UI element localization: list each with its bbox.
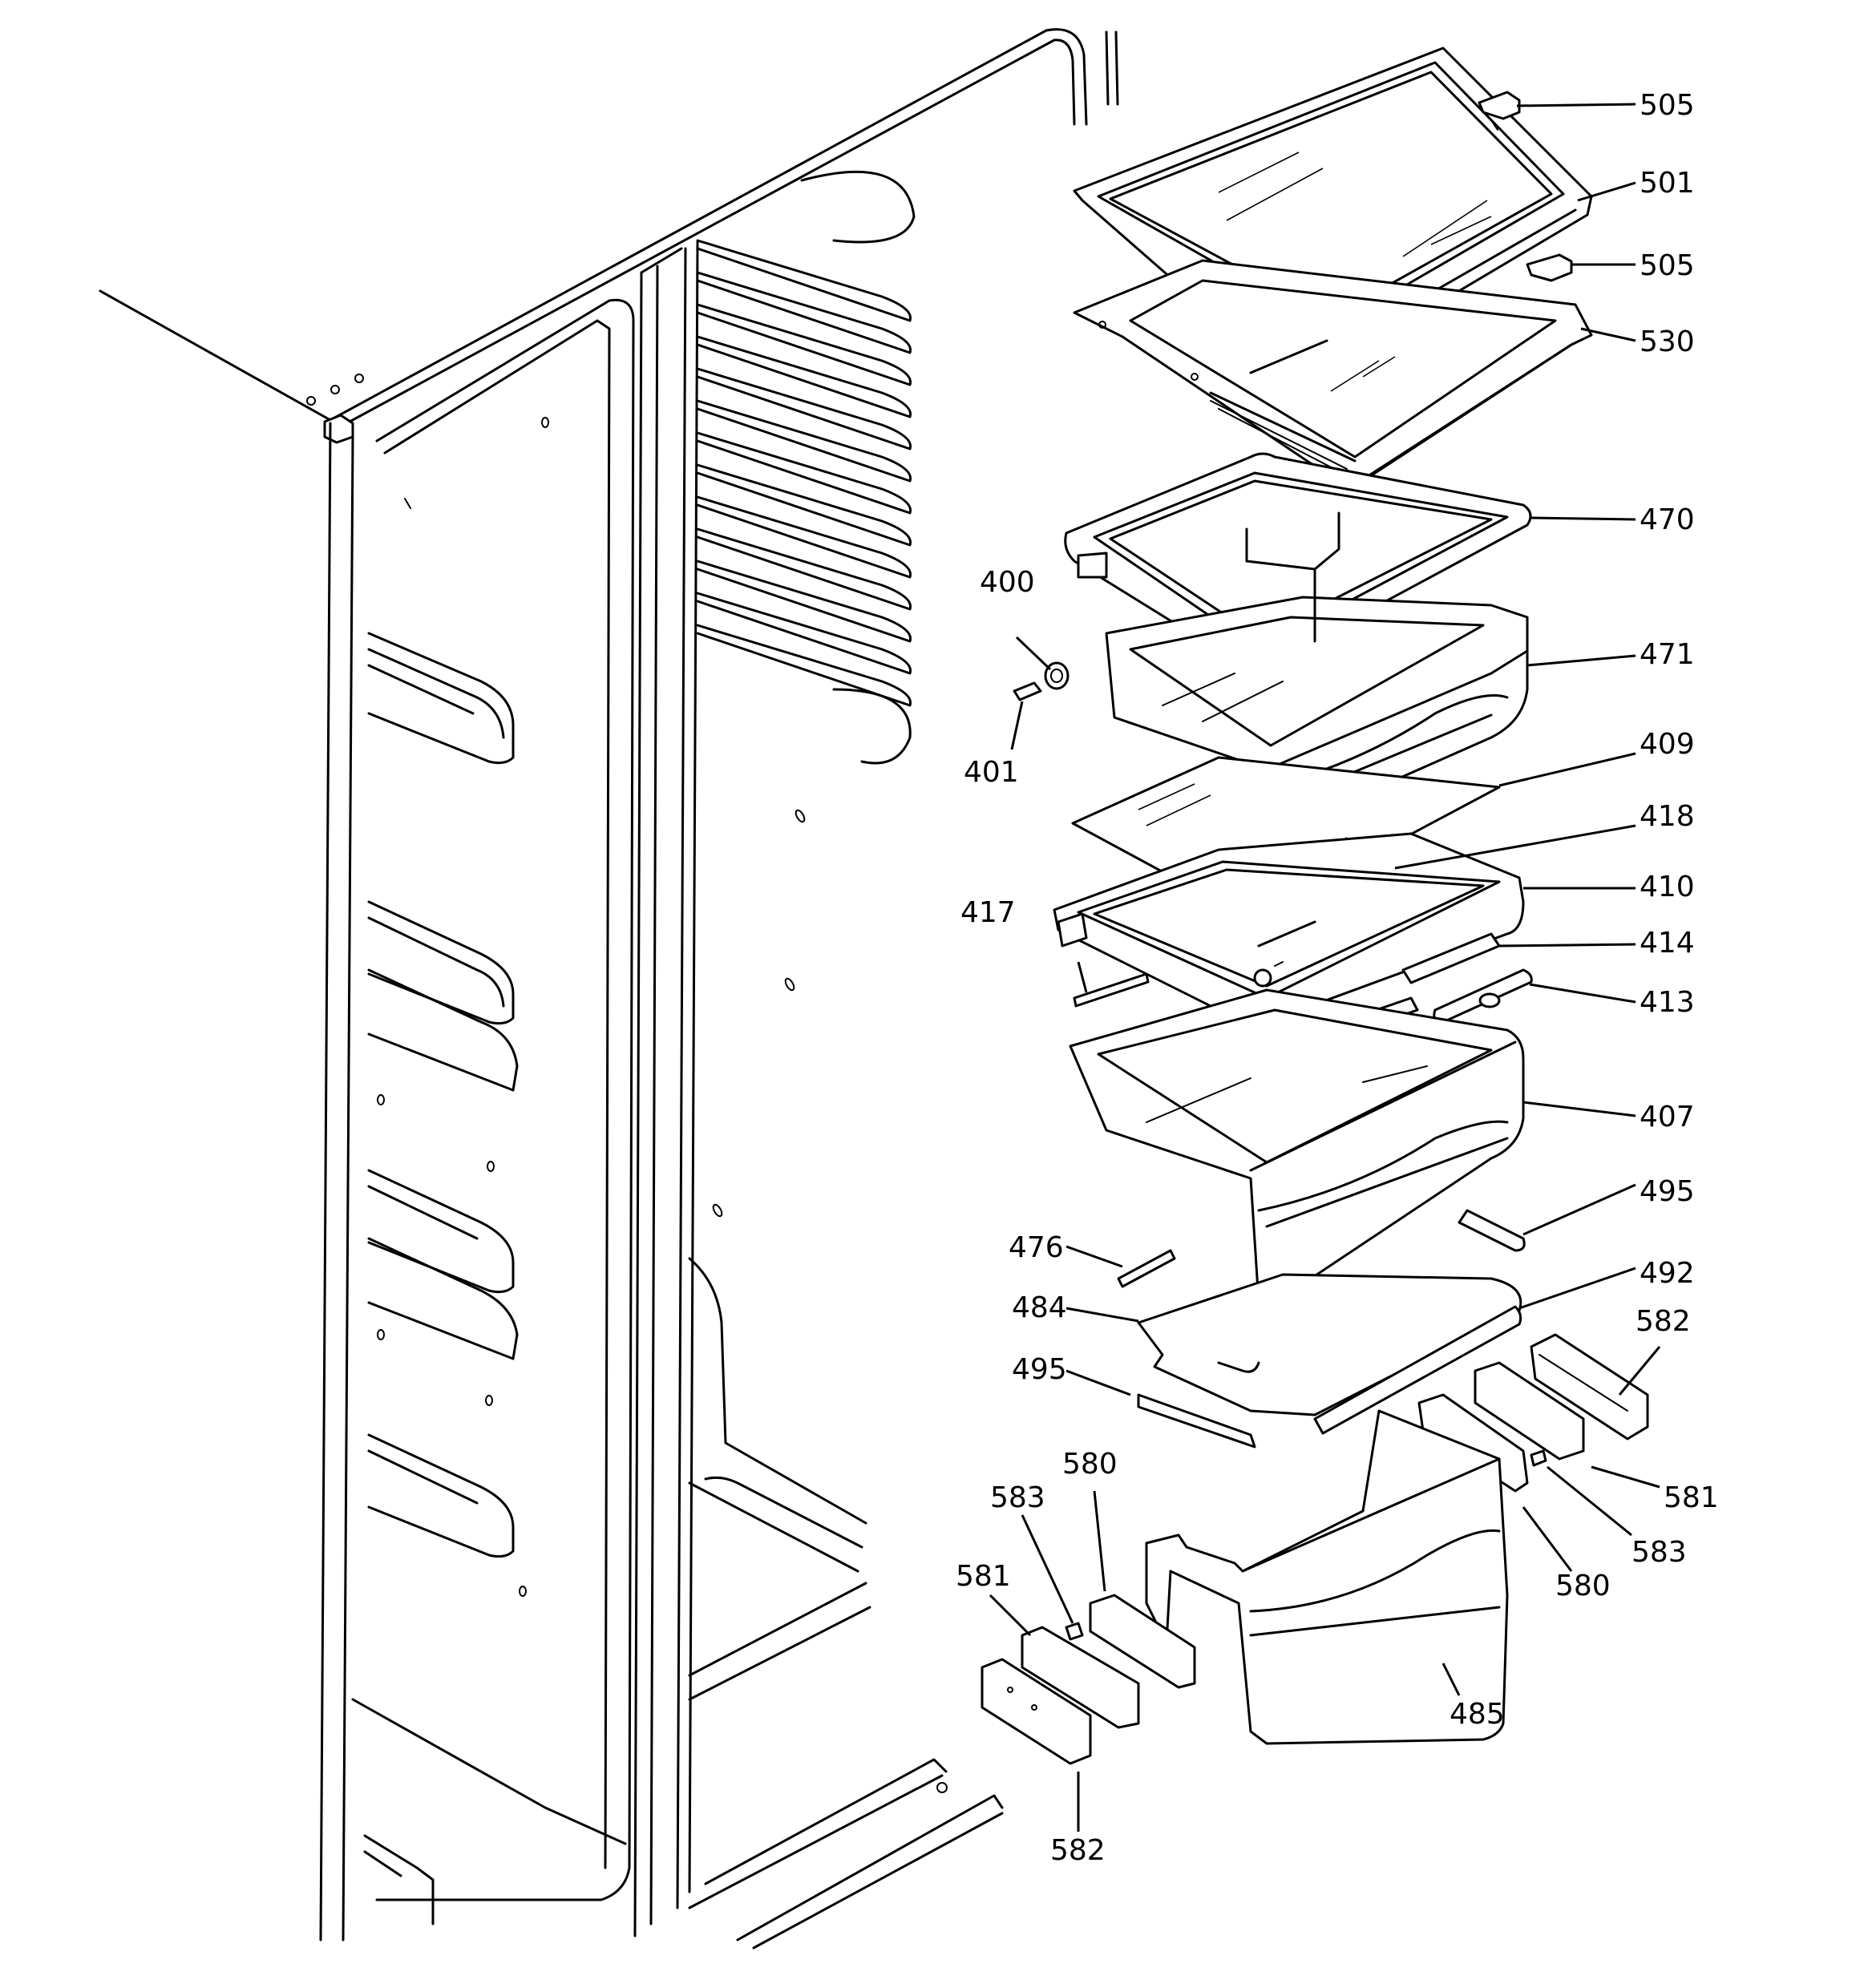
label-505-bottom: 505 (1640, 249, 1695, 282)
label-583-left: 583 (990, 1481, 1045, 1514)
label-470: 470 (1640, 503, 1695, 536)
label-505-top: 505 (1640, 89, 1695, 122)
fridge-cabinet (99, 28, 1119, 1950)
bracket-582-left (981, 1658, 1092, 1765)
label-580-left: 580 (1062, 1448, 1118, 1481)
bracket-581-right (1474, 1361, 1585, 1461)
door-shelf-rail-4 (367, 1433, 515, 1558)
label-582-top: 582 (1636, 1305, 1691, 1338)
label-476: 476 (1009, 1231, 1064, 1264)
label-484: 484 (1012, 1291, 1067, 1324)
shelf-530 (1073, 259, 1593, 483)
label-407: 407 (1640, 1101, 1695, 1133)
label-400: 400 (980, 566, 1035, 599)
label-530: 530 (1640, 325, 1695, 358)
label-401: 401 (964, 756, 1019, 789)
screw-583-right (1530, 1449, 1547, 1467)
label-583-right: 583 (1632, 1536, 1687, 1569)
rail-476 (1117, 1249, 1176, 1288)
label-471: 471 (1640, 638, 1695, 671)
crisper-pan-407 (1069, 988, 1525, 1304)
fresh-food-liner-ribs (696, 170, 916, 765)
slide-417 (1073, 972, 1150, 1008)
pan-cover-484 (1137, 1273, 1522, 1416)
door-shelf-rail-2 (367, 900, 519, 1092)
slide-580-left (1089, 1594, 1196, 1689)
label-495-bottom: 495 (1012, 1353, 1067, 1386)
bracket-582-right (1530, 1333, 1649, 1440)
door-shelf-rail-3 (367, 1169, 519, 1360)
door-shelf-rail-1 (367, 632, 515, 765)
label-495-top: 495 (1640, 1175, 1695, 1208)
rail-495-left (1137, 1393, 1256, 1449)
screw-401 (1013, 681, 1042, 701)
label-414: 414 (1640, 927, 1695, 960)
trim-492 (1313, 1305, 1522, 1435)
label-409: 409 (1640, 728, 1695, 761)
bracket-581-left (1021, 1626, 1140, 1729)
label-418: 418 (1640, 800, 1695, 833)
label-485: 485 (1450, 1698, 1505, 1731)
label-581-left: 581 (956, 1560, 1011, 1593)
shelf-support-505-bottom (1526, 253, 1573, 282)
roller-400 (1044, 661, 1070, 690)
label-413: 413 (1640, 986, 1695, 1019)
label-410: 410 (1640, 871, 1695, 903)
label-417: 417 (960, 896, 1016, 929)
label-580-right: 580 (1555, 1570, 1611, 1602)
label-501: 501 (1640, 167, 1695, 200)
drawer-485 (1145, 1409, 1509, 1745)
label-582-bottom: 582 (1050, 1834, 1106, 1867)
rail-495-right (1458, 1209, 1526, 1252)
shelf-support-505-top (1478, 91, 1521, 131)
screw-583-left (1065, 1622, 1084, 1641)
callout-labels: 505 501 505 530 470 471 400 401 409 418 … (956, 89, 1719, 1867)
label-581-right: 581 (1664, 1481, 1719, 1514)
label-492: 492 (1640, 1257, 1695, 1290)
leader-lines (989, 103, 1661, 1832)
